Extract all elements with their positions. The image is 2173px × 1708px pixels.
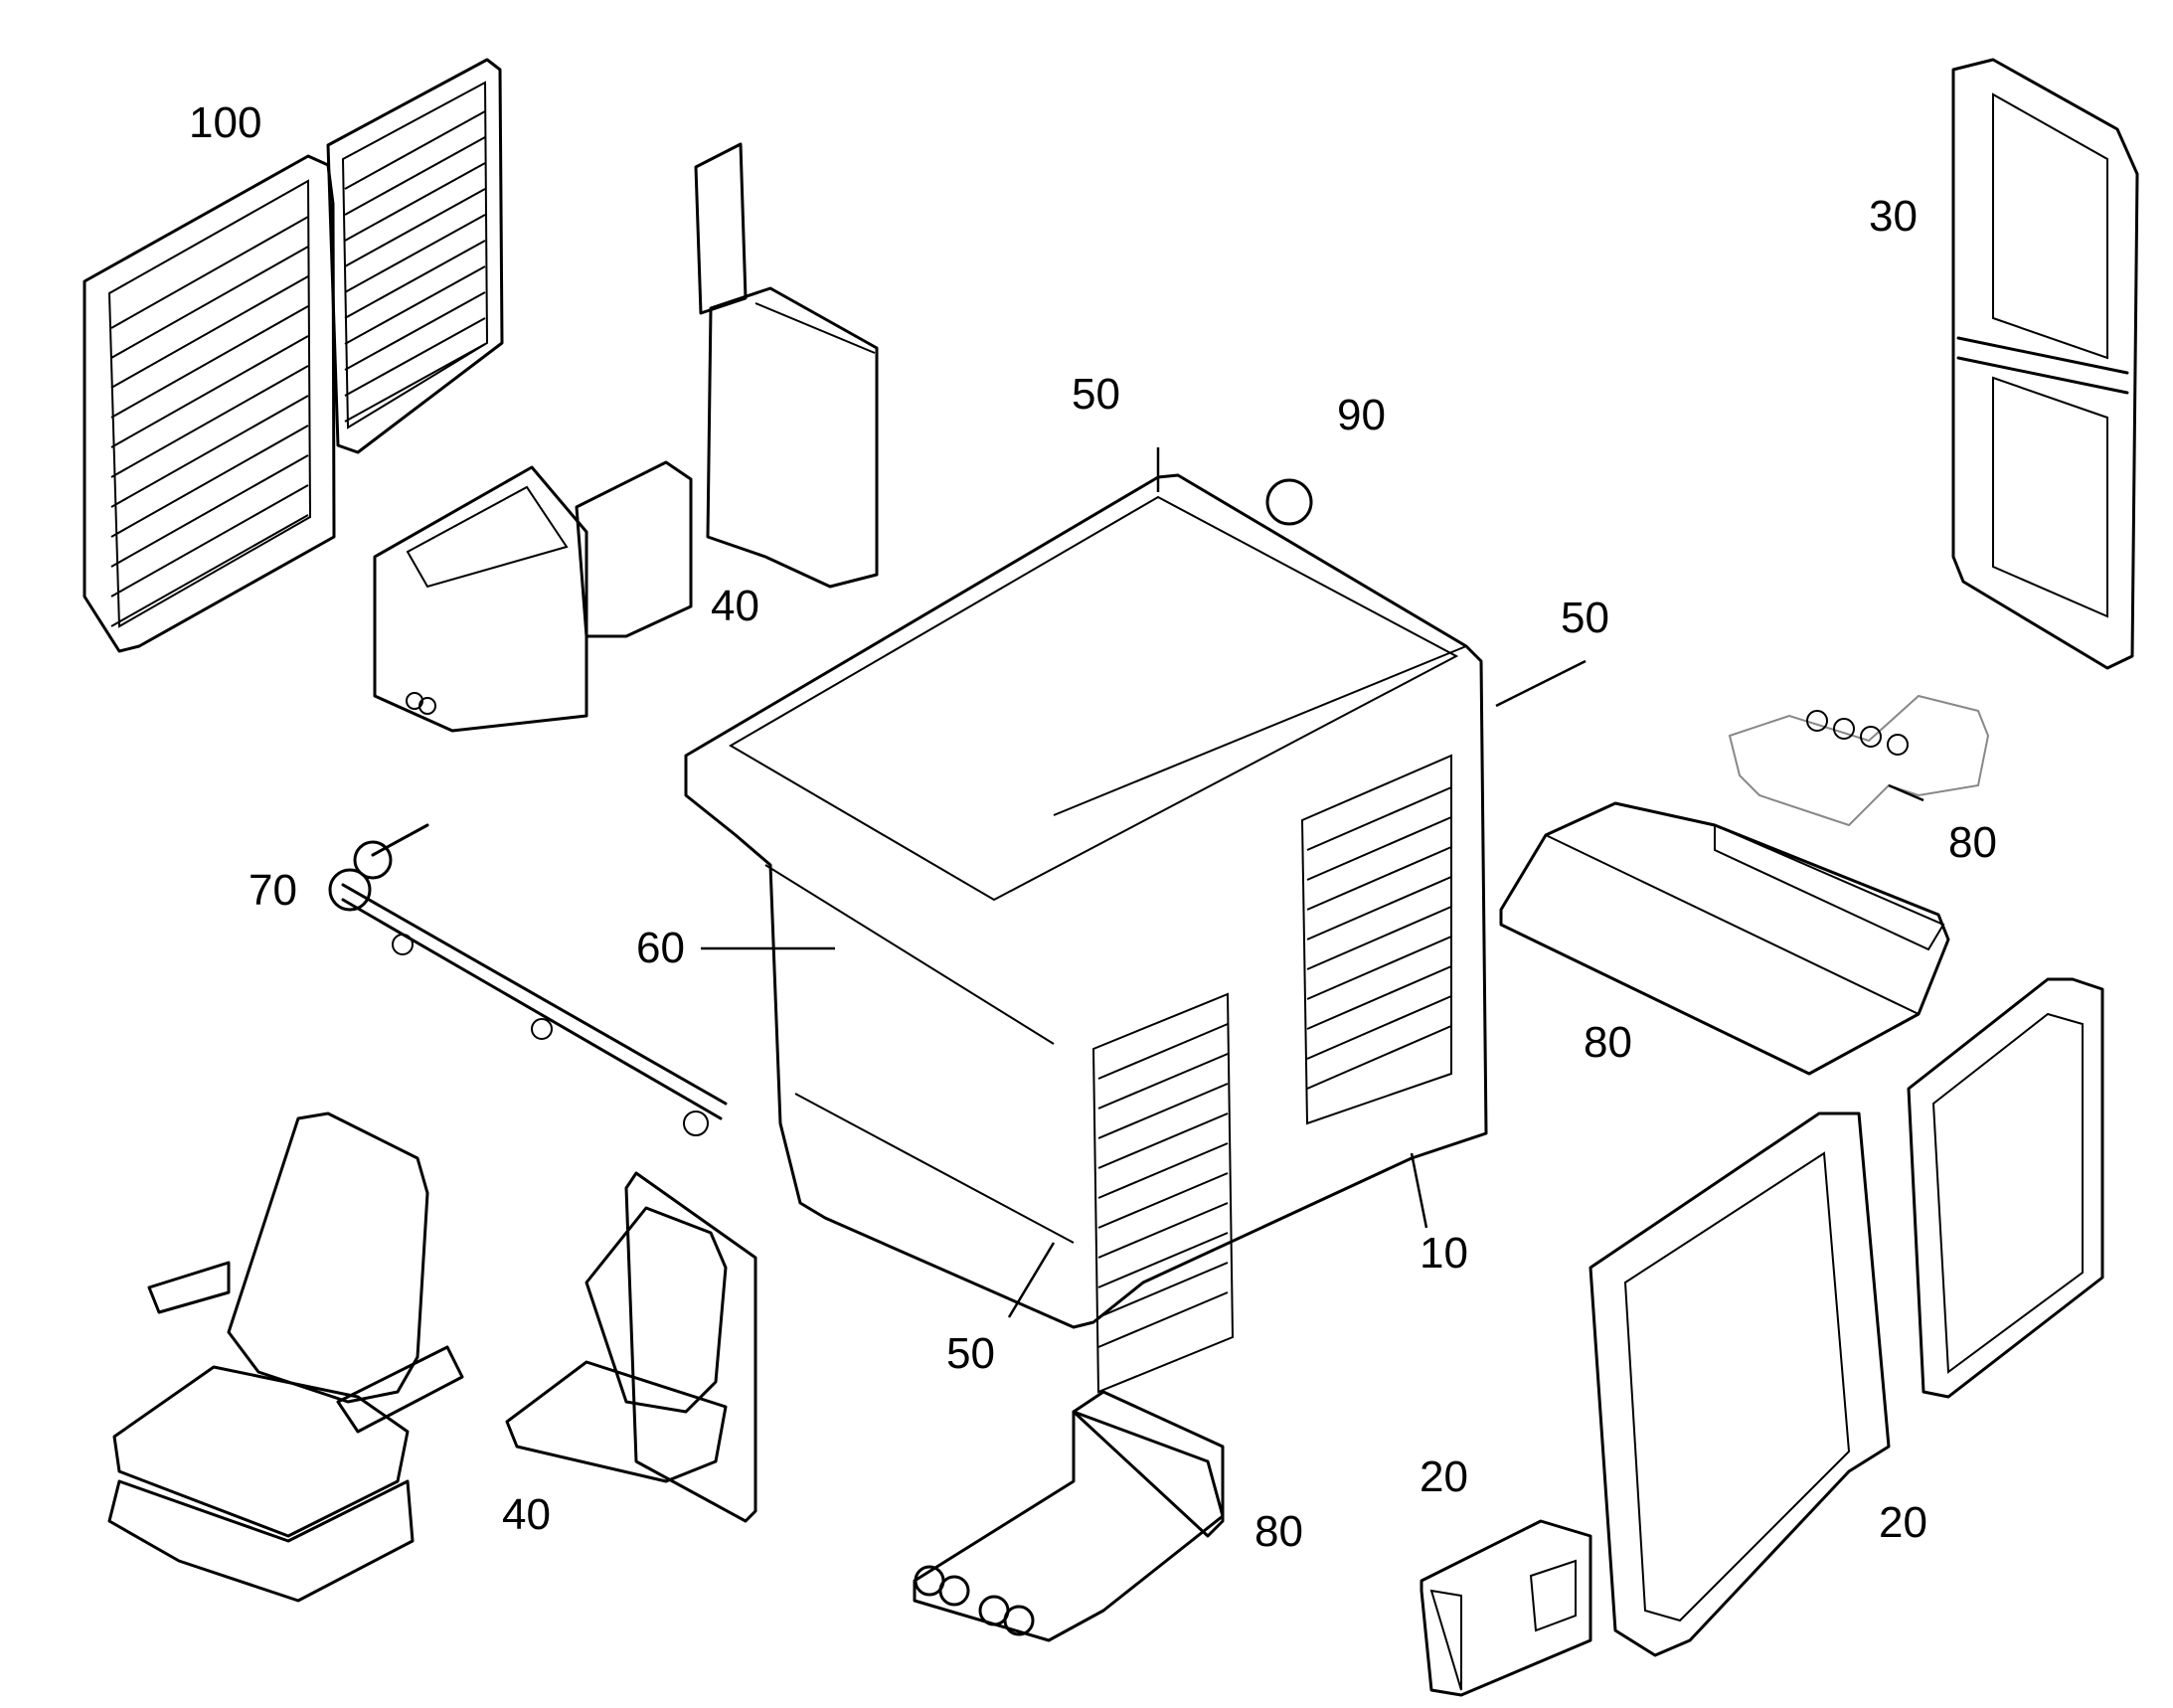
pipe-part <box>328 823 728 1136</box>
label-50-bottom: 50 <box>946 1329 995 1378</box>
cab-part <box>684 473 1488 1394</box>
roof-cover-part <box>1499 801 1950 1076</box>
label-70: 70 <box>249 866 297 915</box>
label-50-right: 50 <box>1561 594 1609 642</box>
label-50-top: 50 <box>1072 370 1120 419</box>
louvre-panels-part <box>83 58 504 653</box>
label-40-upper: 40 <box>711 582 759 630</box>
label-20-windows: 20 <box>1879 1498 1927 1547</box>
label-90: 90 <box>1337 391 1386 439</box>
auxiliary-seat-part <box>505 1171 757 1523</box>
label-100: 100 <box>189 98 261 147</box>
label-80-blower: 80 <box>1254 1507 1303 1556</box>
label-60: 60 <box>636 924 685 972</box>
side-windows-part <box>1588 977 2104 1657</box>
operator-seat-part <box>107 1111 464 1603</box>
label-80-roof: 80 <box>1584 1018 1632 1067</box>
leader-lines <box>701 447 1924 1318</box>
controller-box-part <box>1420 1519 1592 1697</box>
door-part <box>1951 58 2139 670</box>
label-30: 30 <box>1869 192 1918 241</box>
label-10: 10 <box>1420 1229 1468 1278</box>
blower-box-part <box>913 1390 1225 1642</box>
label-40-lower: 40 <box>502 1490 551 1539</box>
heater-module-part <box>1728 694 1990 827</box>
upper-enclosure-part <box>373 142 879 733</box>
label-20-controller: 20 <box>1420 1452 1468 1501</box>
label-80-heater: 80 <box>1948 818 1997 867</box>
